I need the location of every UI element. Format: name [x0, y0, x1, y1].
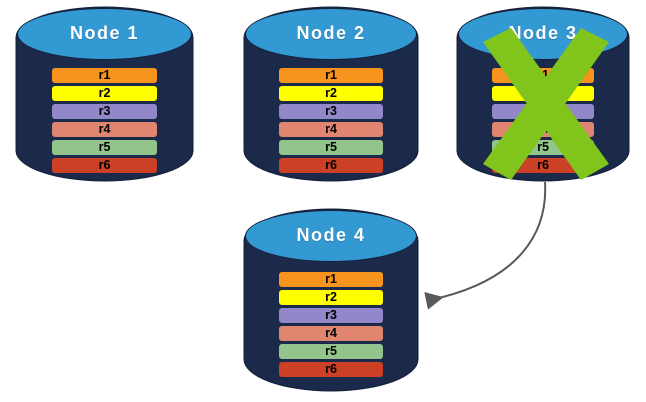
node-4-top-disc: Node 4	[245, 210, 417, 262]
node-4-row-r1[interactable]: r1	[279, 272, 383, 287]
node-3-row-r5[interactable]: r5	[492, 140, 594, 155]
node-1-rows: r1 r2 r3 r4 r5 r6	[52, 68, 157, 173]
node-1-cylinder[interactable]: Node 1 r1 r2 r3 r4 r5 r6	[17, 8, 192, 180]
node-1-top-disc: Node 1	[17, 8, 192, 60]
node-1-row-r6[interactable]: r6	[52, 158, 157, 173]
node-3-label: Node 3	[508, 22, 578, 43]
node-2-top-disc: Node 2	[245, 8, 417, 60]
node-2-label: Node 2	[296, 22, 366, 43]
node-3-row-r6[interactable]: r6	[492, 158, 594, 173]
node-1-row-r1[interactable]: r1	[52, 68, 157, 83]
node-3-row-r3[interactable]: r3	[492, 104, 594, 119]
node-2-row-r4[interactable]: r4	[279, 122, 383, 137]
node-4-row-r3[interactable]: r3	[279, 308, 383, 323]
node-2-row-r3[interactable]: r3	[279, 104, 383, 119]
node-3-row-r2[interactable]: r2	[492, 86, 594, 101]
node-2-row-r6[interactable]: r6	[279, 158, 383, 173]
node-1-row-r2[interactable]: r2	[52, 86, 157, 101]
node-4-row-r4[interactable]: r4	[279, 326, 383, 341]
node-2-rows: r1 r2 r3 r4 r5 r6	[279, 68, 383, 173]
node-3-row-r4[interactable]: r4	[492, 122, 594, 137]
node-4-row-r5[interactable]: r5	[279, 344, 383, 359]
node-1-row-r5[interactable]: r5	[52, 140, 157, 155]
node-4-row-r6[interactable]: r6	[279, 362, 383, 377]
node-4-cylinder[interactable]: Node 4 r1 r2 r3 r4 r5 r6	[245, 210, 417, 390]
node-3-top-disc: Node 3	[458, 8, 628, 60]
node-3-rows: r1 r2 r3 r4 r5 r6	[492, 68, 594, 173]
node-4-label: Node 4	[296, 224, 366, 245]
node-2-row-r2[interactable]: r2	[279, 86, 383, 101]
node-4-row-r2[interactable]: r2	[279, 290, 383, 305]
node-2-cylinder[interactable]: Node 2 r1 r2 r3 r4 r5 r6	[245, 8, 417, 180]
node-3-cylinder[interactable]: Node 3 r1 r2 r3 r4 r5 r6	[458, 8, 628, 180]
node-2-row-r5[interactable]: r5	[279, 140, 383, 155]
node-4-rows: r1 r2 r3 r4 r5 r6	[279, 272, 383, 377]
node-3-row-r1[interactable]: r1	[492, 68, 594, 83]
node-1-row-r4[interactable]: r4	[52, 122, 157, 137]
node-1-label: Node 1	[69, 22, 139, 43]
replication-arrow-path	[424, 181, 547, 310]
node-2-row-r1[interactable]: r1	[279, 68, 383, 83]
node-1-row-r3[interactable]: r3	[52, 104, 157, 119]
